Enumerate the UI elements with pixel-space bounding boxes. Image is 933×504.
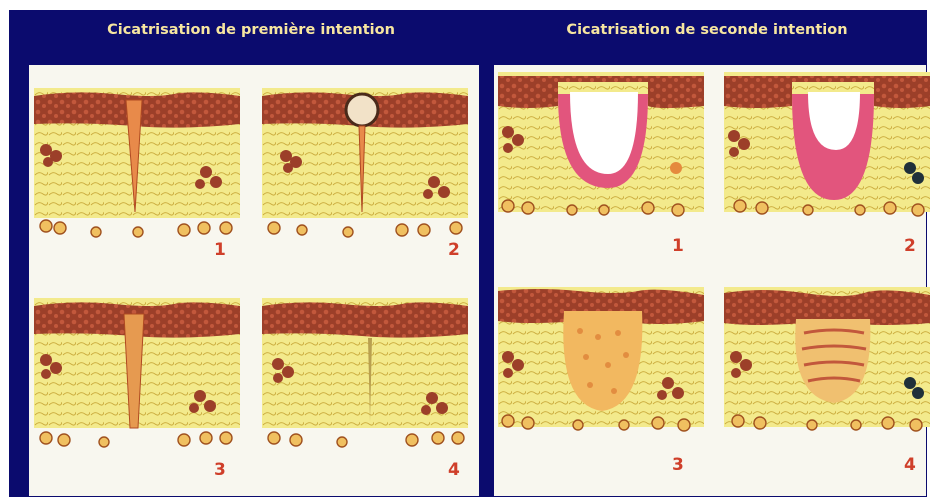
stage-number: 1: [672, 236, 684, 256]
skin-section-fibrous-scar-illustration: [724, 287, 930, 445]
title-second-intention: Cicatrisation de seconde intention: [497, 22, 917, 44]
skin-section-tissue-fill-illustration: [498, 287, 704, 445]
stage-number: 3: [214, 460, 226, 480]
skin-section-scab-illustration: [262, 88, 468, 246]
skin-section-healing-illustration: [34, 298, 240, 456]
stage-number: 3: [672, 455, 684, 475]
stage-number: 1: [214, 240, 226, 260]
second-intention-stage-2: 2: [724, 72, 930, 230]
first-intention-stage-1: 1: [34, 88, 240, 246]
title-first-intention: Cicatrisation de première intention: [26, 22, 476, 44]
first-intention-stage-4: 4: [262, 298, 468, 456]
second-intention-stage-3: 3: [498, 287, 704, 445]
stage-number: 4: [904, 455, 916, 475]
stage-number: 2: [448, 240, 460, 260]
first-intention-stage-2: 2: [262, 88, 468, 246]
skin-section-granulation-illustration: [724, 72, 930, 230]
first-intention-stage-3: 3: [34, 298, 240, 456]
stage-number: 2: [904, 236, 916, 256]
second-intention-stage-1: 1: [498, 72, 704, 230]
skin-section-incision-illustration: [34, 88, 240, 246]
skin-section-scar-illustration: [262, 298, 468, 456]
second-intention-stage-4: 4: [724, 287, 930, 445]
skin-section-open-wound-illustration: [498, 72, 704, 230]
stage-number: 4: [448, 460, 460, 480]
